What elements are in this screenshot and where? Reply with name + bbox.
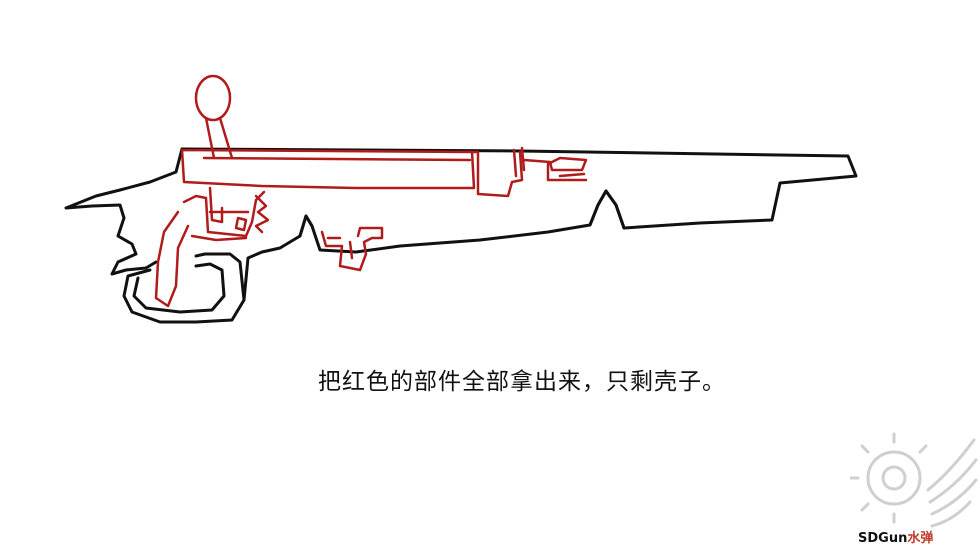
magazine-latch	[320, 226, 384, 272]
sear-block	[208, 186, 250, 224]
stock-wrist-outline	[64, 147, 184, 276]
front-bump	[588, 189, 626, 230]
bolt-head	[470, 150, 524, 198]
watermark-brand: SDGun	[858, 531, 908, 546]
watermark-target-center	[881, 465, 907, 491]
magazine-latch-detail	[326, 236, 354, 260]
caption-text: 把红色的部件全部拿出来，只剩壳子。	[318, 369, 726, 395]
bolt-handle-knob	[194, 74, 232, 122]
bolt-head-ring	[512, 146, 526, 178]
watermark-logo	[850, 432, 978, 528]
trigger-spring	[254, 194, 270, 234]
firing-pin-tip	[558, 172, 586, 178]
watermark-wing	[926, 438, 978, 528]
bolt-body	[180, 148, 476, 190]
receiver-shell-outline	[64, 147, 858, 324]
bolt-body-inner	[202, 156, 472, 162]
trigger-blade	[154, 210, 190, 308]
trigger-housing	[182, 190, 266, 238]
watermark-suffix: 水弹	[907, 531, 934, 546]
watermark-text: SDGun水弹	[858, 527, 933, 546]
trigger-guard	[122, 252, 246, 324]
firing-pin-nose	[522, 156, 588, 182]
trigger-guard-inner	[132, 262, 226, 314]
watermark-target-ring	[866, 450, 922, 506]
sear-tooth	[234, 216, 248, 232]
watermark-rays	[850, 432, 928, 524]
rear-bump	[298, 214, 314, 238]
bolt-handle-stem	[204, 116, 234, 160]
internal-parts	[154, 74, 588, 308]
receiver-top-line	[180, 147, 858, 302]
trigger-pivot	[190, 234, 248, 242]
